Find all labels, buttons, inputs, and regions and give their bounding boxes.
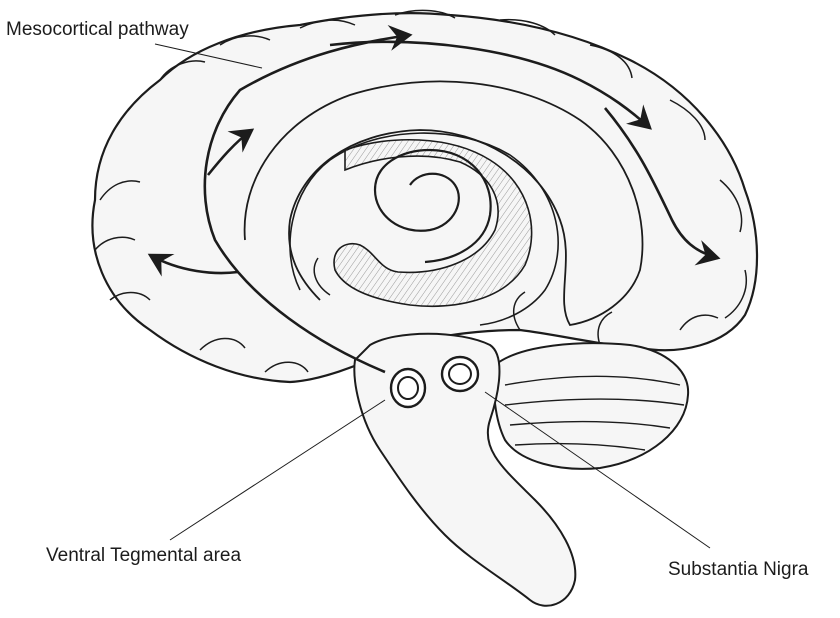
cerebrum-outline [92, 13, 757, 382]
ventral-tegmental-area-nucleus [391, 369, 425, 407]
substantia-nigra-nucleus [442, 357, 478, 391]
ventral-tegmental-area-label: Ventral Tegmental area [46, 546, 241, 565]
leader-vta [170, 400, 385, 540]
cerebellum [494, 343, 688, 469]
mesocortical-pathway-label: Mesocortical pathway [6, 20, 189, 39]
substantia-nigra-label: Substantia Nigra [668, 560, 808, 579]
